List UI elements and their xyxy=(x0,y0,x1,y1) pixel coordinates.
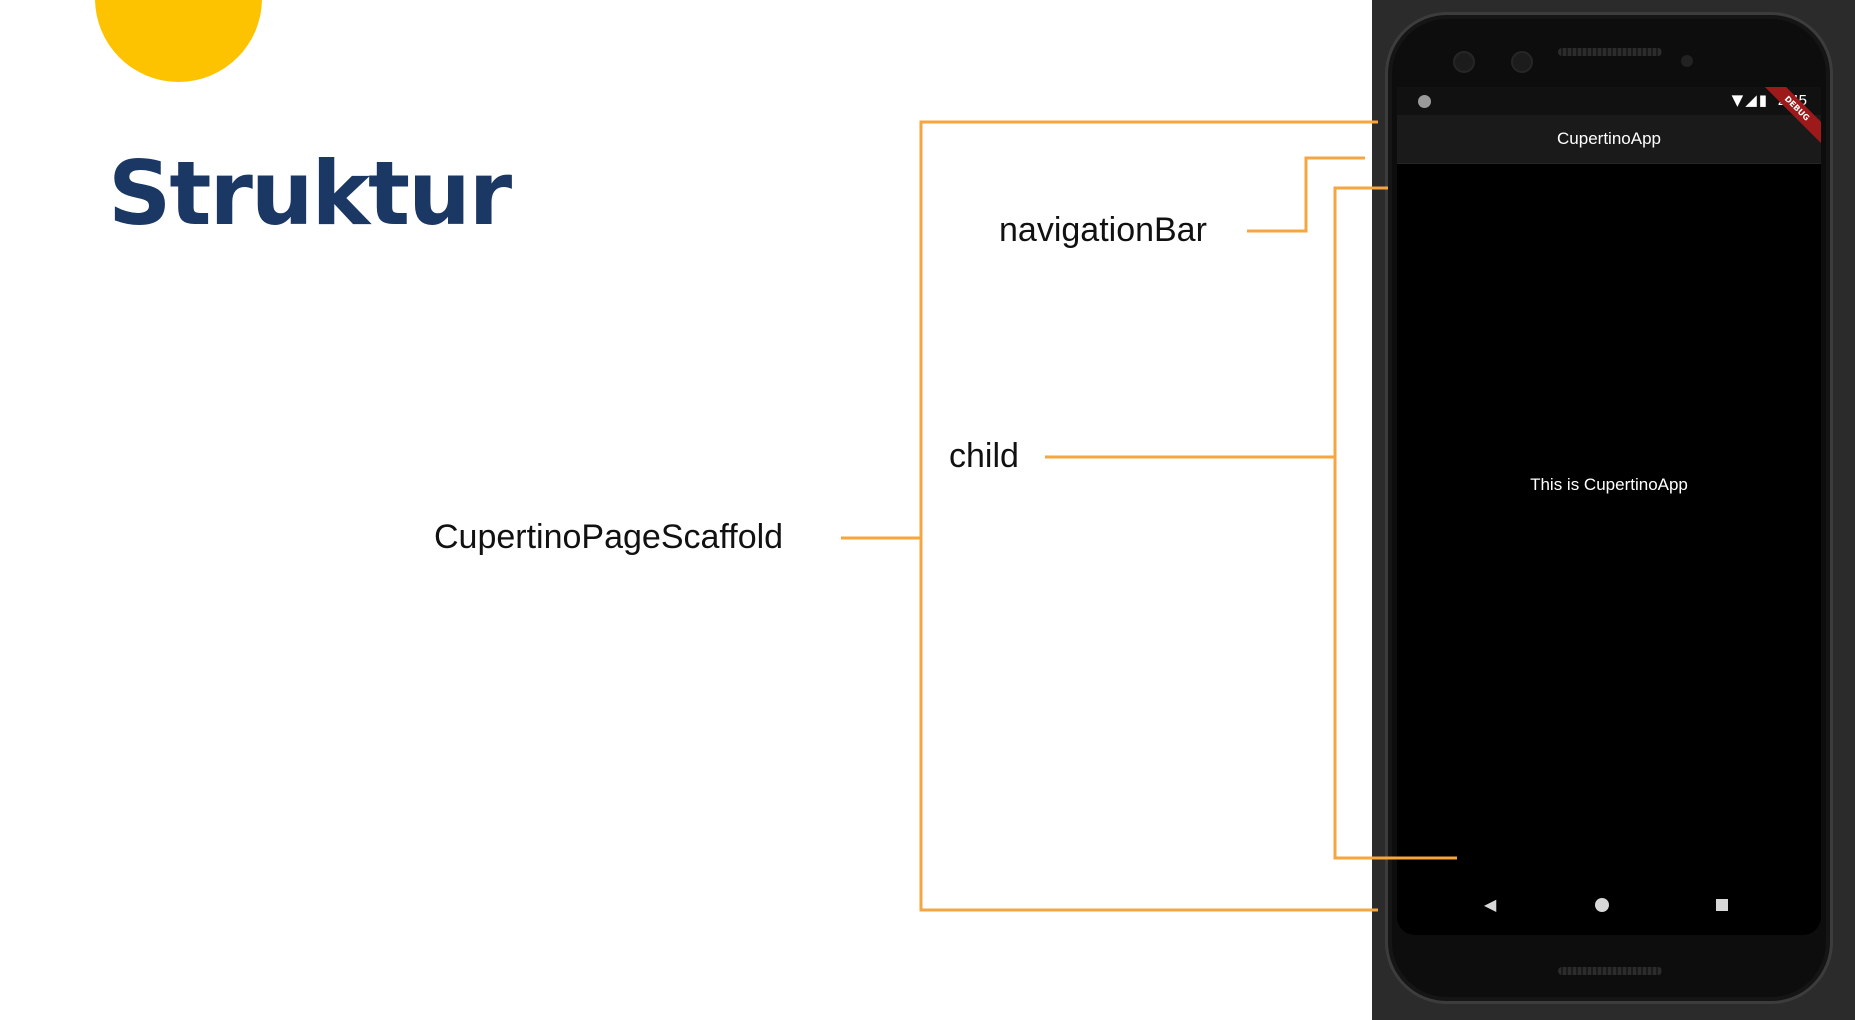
home-icon[interactable] xyxy=(1595,898,1609,912)
label-navigation-bar: navigationBar xyxy=(999,211,1207,249)
speaker-top-icon xyxy=(1558,48,1662,56)
body-text: This is CupertinoApp xyxy=(1530,475,1688,494)
notification-dot-icon xyxy=(1418,95,1431,108)
recents-icon[interactable] xyxy=(1716,899,1728,911)
status-bar: ▼◢▮ 2:45 xyxy=(1397,87,1821,115)
back-icon[interactable]: ◀ xyxy=(1484,895,1497,914)
nav-bar-title: CupertinoApp xyxy=(1557,129,1661,148)
sensor-icon xyxy=(1681,55,1693,67)
system-navigation-bar: ◀ xyxy=(1397,887,1821,923)
slide-title: Struktur xyxy=(108,142,512,245)
camera-icon xyxy=(1511,51,1533,73)
label-child: child xyxy=(949,437,1019,475)
label-cupertino-page-scaffold: CupertinoPageScaffold xyxy=(434,518,784,556)
cupertino-navigation-bar: CupertinoApp xyxy=(1397,115,1821,164)
speaker-bottom-icon xyxy=(1558,967,1662,975)
accent-circle xyxy=(95,0,262,82)
phone-screen: ▼◢▮ 2:45 CupertinoApp DEBUG This is Cupe… xyxy=(1397,87,1821,935)
navbar-connector xyxy=(1247,156,1365,233)
status-icons: ▼◢▮ xyxy=(1731,91,1769,109)
camera-icon xyxy=(1453,51,1475,73)
